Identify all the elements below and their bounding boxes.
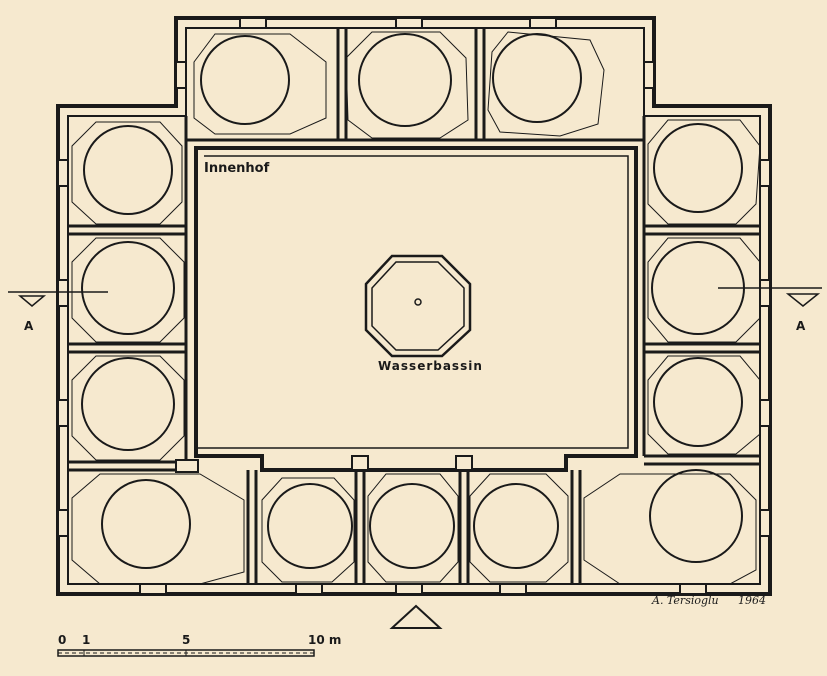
courtyard-wall	[194, 146, 638, 472]
drawing-year: 1964	[738, 594, 766, 607]
cell-top-2	[345, 31, 469, 139]
cell-bottom-3	[469, 473, 569, 583]
cell-left-4	[71, 473, 245, 585]
cell-right-1	[647, 119, 761, 225]
fountain-jet	[414, 298, 422, 306]
cell-right-4	[583, 469, 757, 585]
scale-bar	[57, 649, 315, 657]
scale-tick-5: 5	[182, 633, 190, 647]
section-label-right: A	[796, 319, 806, 333]
courtyard-label: Innenhof	[204, 161, 270, 176]
cell-left-3	[71, 355, 185, 461]
cell-top-3	[487, 31, 605, 137]
cell-walls	[68, 28, 760, 584]
cell-bottom-1	[261, 477, 355, 583]
scale-tick-1: 1	[82, 633, 90, 647]
dome-cells	[71, 31, 761, 585]
section-label-left: A	[24, 319, 34, 333]
water-basin	[364, 254, 472, 358]
basin-label: Wasserbassin	[378, 359, 483, 373]
entrance-arrow-icon	[389, 604, 443, 629]
scale-tick-10: 10 m	[308, 633, 341, 647]
cell-left-2	[71, 237, 185, 343]
cell-right-3	[647, 355, 761, 455]
scale-tick-0: 0	[58, 633, 66, 647]
wall-piers	[57, 17, 771, 595]
outer-wall	[56, 16, 772, 596]
cell-right-2	[647, 237, 761, 343]
author-signature: A. Tersioglu	[651, 594, 719, 607]
section-line-left	[8, 291, 108, 307]
cell-top-1	[193, 33, 327, 135]
cell-bottom-2	[367, 473, 459, 583]
section-line-right	[718, 287, 822, 307]
cell-left-1	[71, 121, 183, 225]
